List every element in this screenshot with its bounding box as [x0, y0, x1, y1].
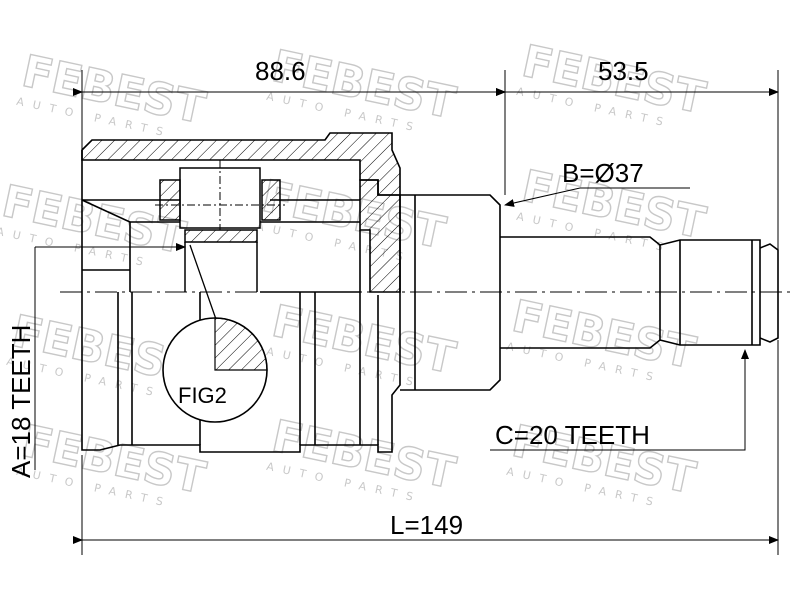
housing-wall-section	[81, 132, 401, 196]
spline-section	[659, 239, 761, 346]
output-shaft	[400, 194, 779, 391]
leader-outer-teeth	[490, 349, 749, 451]
watermark-logo: FEBEST AUTO PARTS	[505, 290, 700, 385]
housing-length-value: 88.6	[255, 56, 306, 86]
outer-teeth-value: C=20 TEETH	[495, 420, 650, 450]
detail-leader-line	[189, 244, 219, 326]
roller-base	[184, 229, 258, 243]
shaft-collar	[400, 194, 501, 391]
watermark-logo: FEBEST AUTO PARTS	[265, 295, 460, 390]
inner-teeth-value: A=18 TEETH	[6, 325, 36, 478]
joint-housing	[81, 132, 401, 453]
detail-hatch	[214, 317, 268, 371]
watermark-logo: FEBEST AUTO PARTS	[15, 415, 210, 510]
detail-callout: FIG2	[162, 244, 268, 423]
roller-side-right	[261, 179, 281, 221]
detail-label: FIG2	[178, 383, 227, 408]
watermark-logo: FEBEST AUTO PARTS	[265, 410, 460, 505]
shaft-tip	[759, 243, 779, 343]
watermark-logo: FEBEST AUTO PARTS	[15, 45, 210, 140]
shaft-body	[500, 236, 661, 349]
dimension-lines	[34, 70, 779, 555]
roller-side-left	[159, 179, 181, 221]
shaft-length-value: 53.5	[598, 56, 649, 86]
leader-diameter	[504, 187, 690, 207]
watermark-logo: FEBEST AUTO PARTS	[255, 170, 450, 265]
total-length-value: L=149	[390, 510, 463, 540]
tripod-roller	[155, 160, 285, 292]
housing-outline	[81, 150, 401, 453]
outer-diameter-value: B=Ø37	[562, 158, 644, 188]
housing-flange-section	[359, 179, 401, 293]
cavity-line	[81, 199, 131, 223]
